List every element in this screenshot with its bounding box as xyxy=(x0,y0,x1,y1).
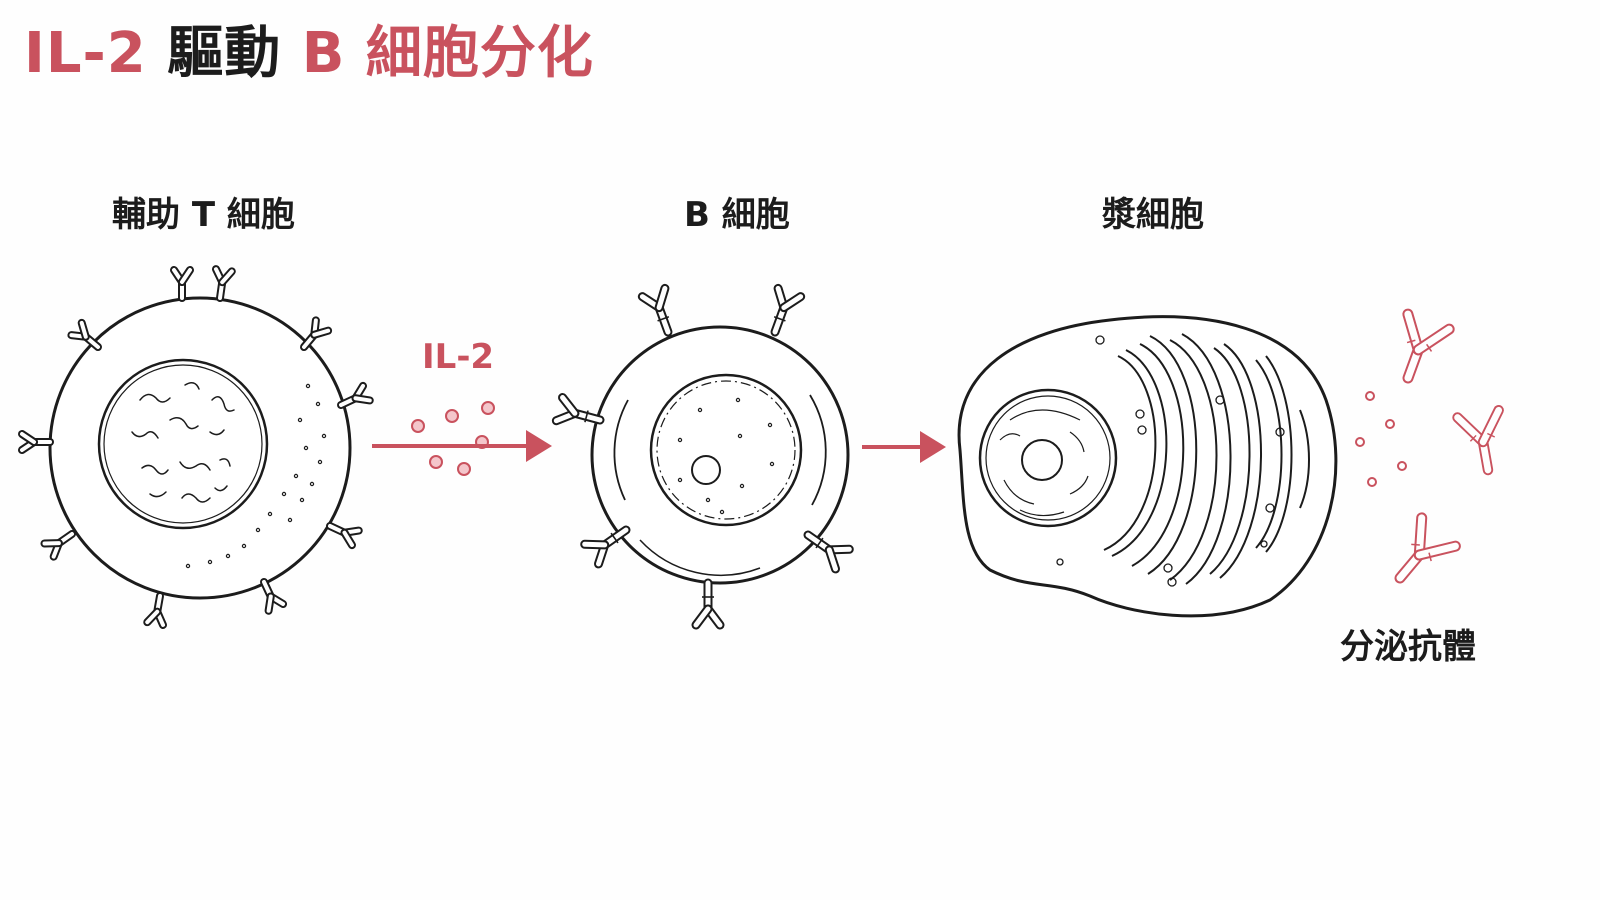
endoplasmic-reticulum xyxy=(1103,333,1310,585)
arrow-b-to-plasma xyxy=(862,431,946,463)
b-cell xyxy=(556,288,849,625)
antibody xyxy=(1383,518,1455,592)
cytoplasm-dots xyxy=(185,383,327,569)
antibody xyxy=(1458,410,1509,473)
title-b-cell-differentiation: B 細胞分化 xyxy=(301,21,594,86)
arrow-t-to-b xyxy=(372,430,552,462)
secrete-antibodies-label: 分泌抗體 xyxy=(1340,627,1476,667)
page-title: IL-2 驅動 B 細胞分化 xyxy=(24,26,594,82)
helper-t-cell-label: 輔助 T 細胞 xyxy=(112,195,295,235)
plasma-cell xyxy=(957,315,1338,618)
antibody xyxy=(1387,314,1449,385)
plasma-cell-label: 漿細胞 xyxy=(1102,195,1204,235)
title-il2: IL-2 xyxy=(24,21,147,86)
secreted-particles xyxy=(1355,391,1407,487)
il2-particles xyxy=(411,401,495,476)
chromatin xyxy=(131,382,235,503)
b-cell-label: B 細胞 xyxy=(684,195,790,235)
b-cell-nucleus-dots xyxy=(677,397,775,515)
il2-label: IL-2 xyxy=(422,337,495,377)
plasma-vesicles xyxy=(1056,335,1285,587)
antibodies xyxy=(1383,314,1508,592)
helper-t-cell xyxy=(22,269,370,625)
title-drives: 驅動 xyxy=(167,21,282,86)
plasma-nucleus-chromatin xyxy=(999,409,1089,517)
